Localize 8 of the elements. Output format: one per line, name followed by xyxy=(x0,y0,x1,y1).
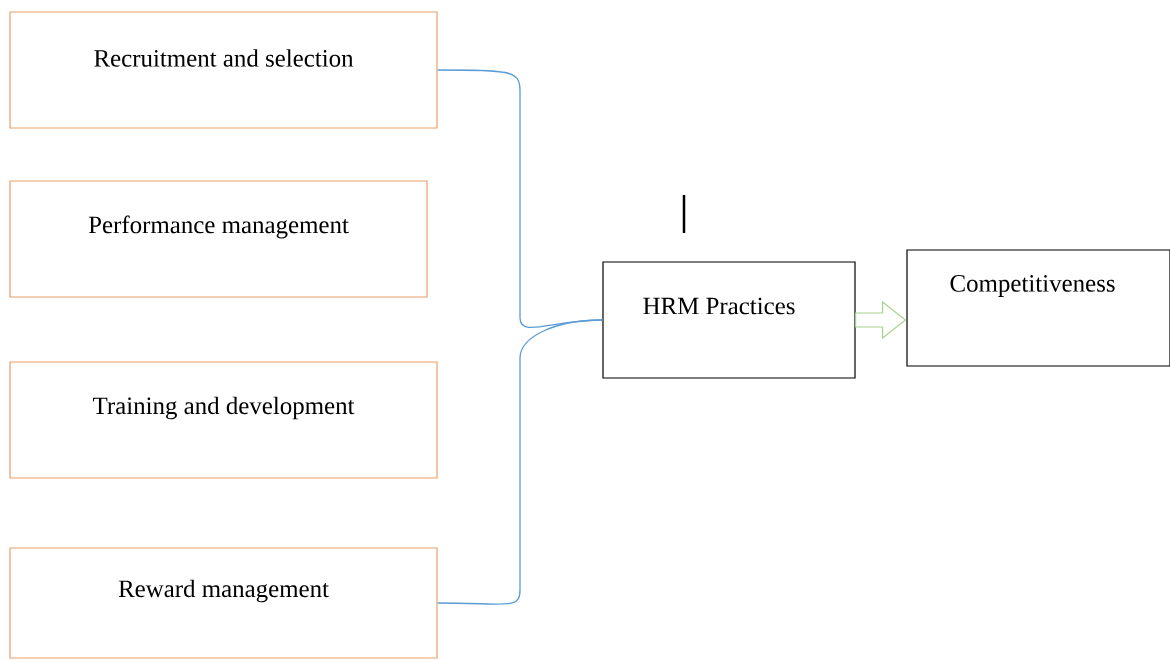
process-box: Recruitment and selection xyxy=(9,11,438,129)
process-box: Performance management xyxy=(9,180,428,298)
block-arrow xyxy=(855,300,907,340)
process-box: Training and development xyxy=(9,361,438,479)
brace-line xyxy=(436,319,604,605)
process-box: Competitiveness xyxy=(906,249,1170,367)
process-box: Reward management xyxy=(9,547,438,659)
process-box: HRM Practices xyxy=(602,261,856,379)
